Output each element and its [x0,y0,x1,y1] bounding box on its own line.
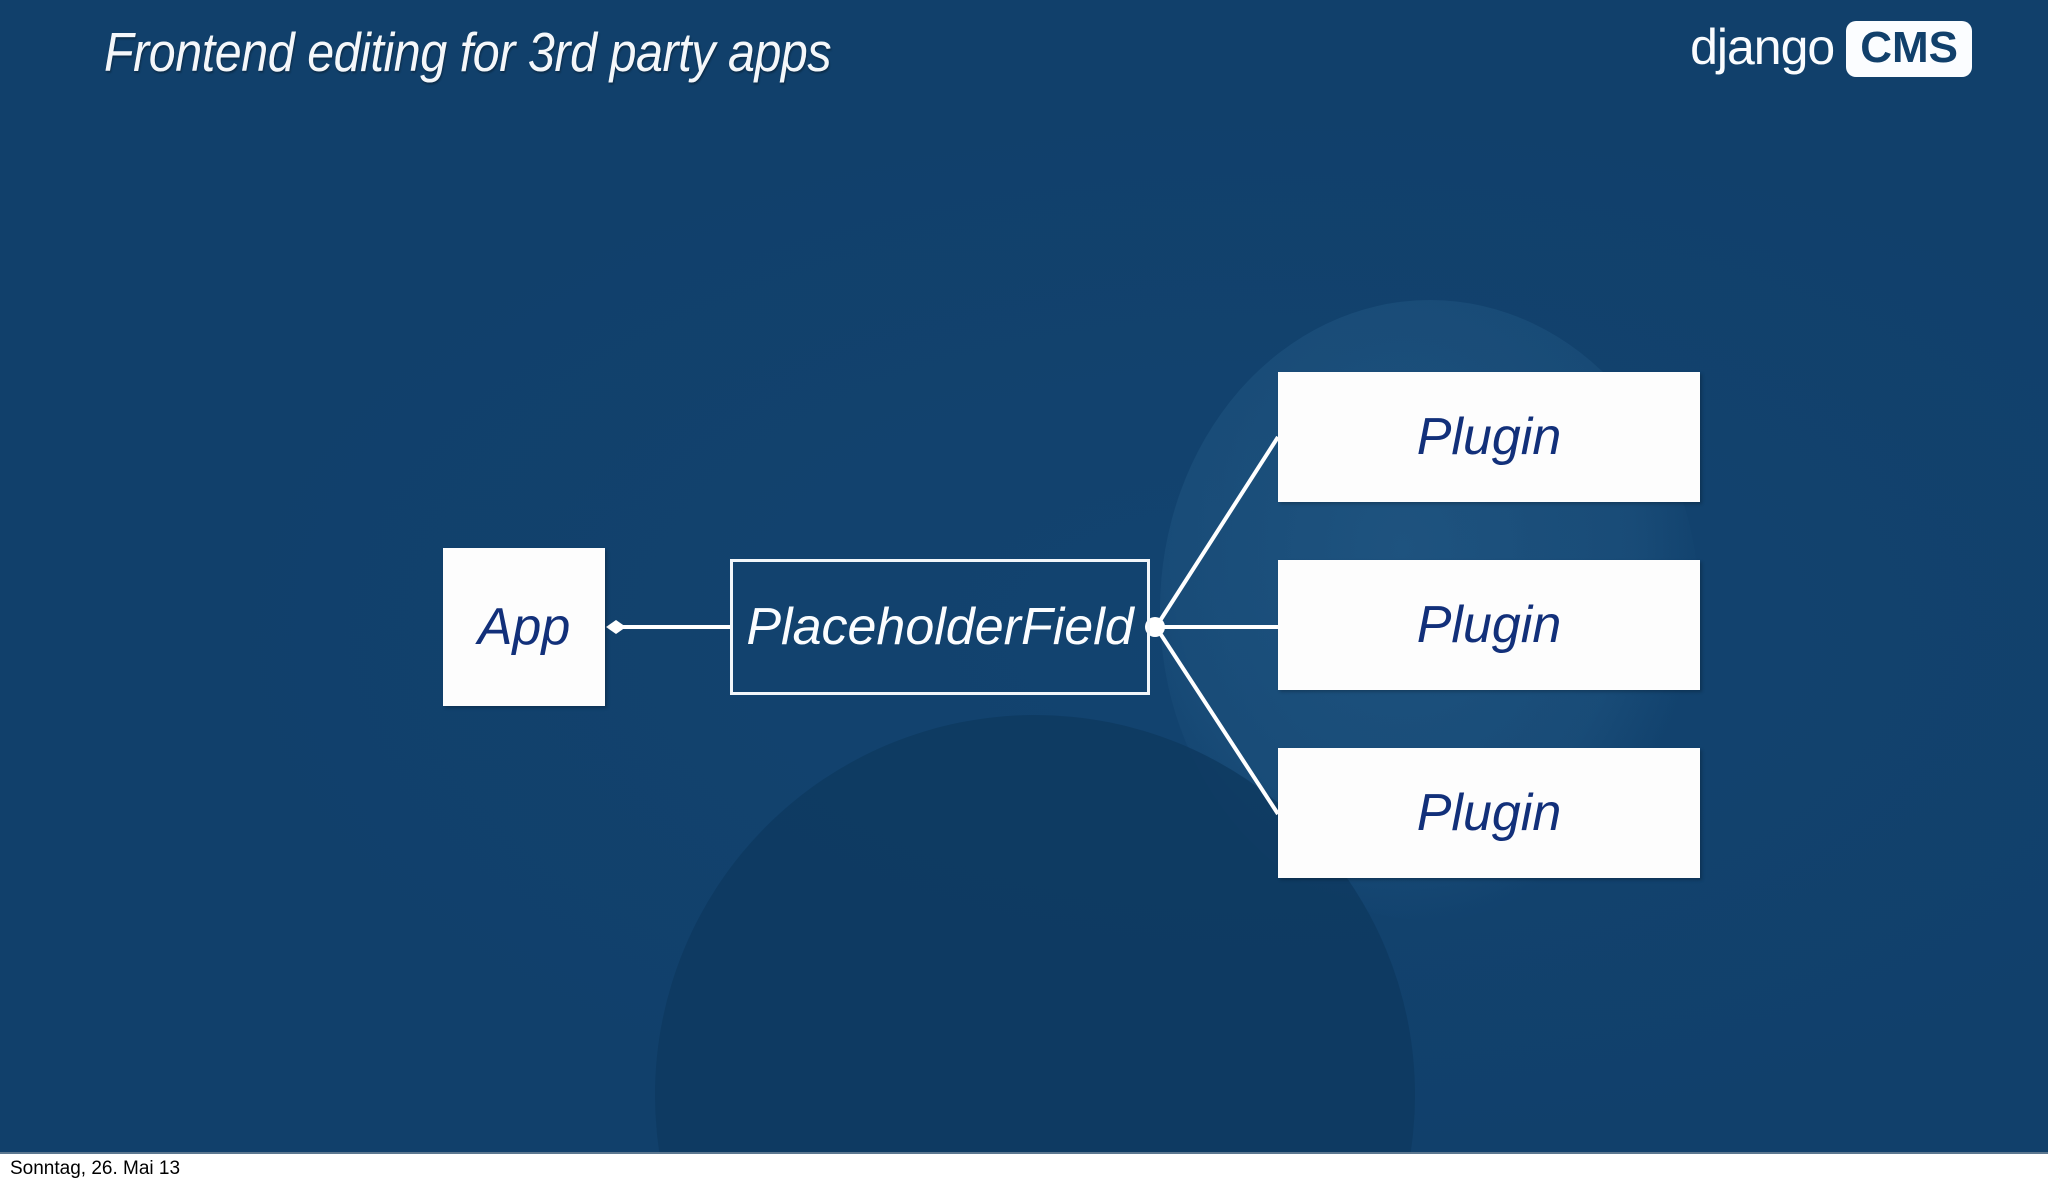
slide-canvas: Frontend editing for 3rd party apps djan… [0,0,2048,1152]
edge-marker-diamond-app [606,620,626,634]
footer-date: Sonntag, 26. Mai 13 [10,1158,181,1179]
slide-title: Frontend editing for 3rd party apps [104,21,832,83]
architecture-diagram: PlaceholderField --> Plugin 1 (upper) --… [443,372,1700,878]
edge-placeholder-to-plugin-1 [1154,435,1280,629]
node-app[interactable]: App [443,548,605,706]
node-plugin-2[interactable]: Plugin [1278,560,1700,690]
node-plugin-3[interactable]: Plugin [1278,748,1700,878]
node-plugin-2-label: Plugin [1416,596,1562,654]
edge-placeholder-to-plugin-3 [1154,625,1280,816]
node-plugin-1-label: Plugin [1416,408,1562,466]
node-plugin-1[interactable]: Plugin [1278,372,1700,502]
logo-badge-label: CMS [1860,23,1958,72]
node-plugin-3-label: Plugin [1416,784,1562,842]
django-cms-logo: django CMS [1690,18,1972,80]
node-placeholder-field-label: PlaceholderField [746,598,1134,656]
logo-badge-cms: CMS [1846,21,1972,77]
node-app-label: App [477,598,571,656]
logo-wordmark-django: django [1690,19,1835,75]
node-placeholder-field[interactable]: PlaceholderField [730,559,1150,695]
slide-footer: Sonntag, 26. Mai 13 [0,1152,2048,1184]
